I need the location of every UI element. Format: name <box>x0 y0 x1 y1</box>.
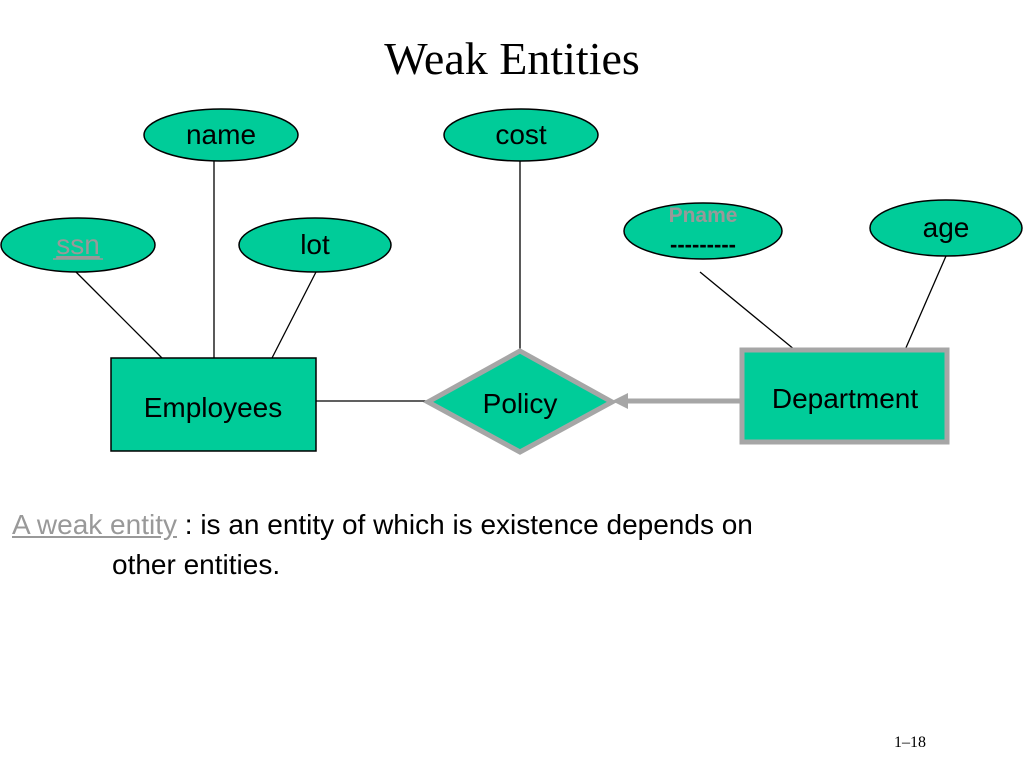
attribute-age: age <box>869 199 1023 257</box>
attribute-name: name <box>143 108 299 162</box>
identifying-arrow-head <box>612 393 628 409</box>
attribute-cost: cost <box>443 108 599 162</box>
page-number: 1–18 <box>894 734 926 751</box>
attribute-pname-label: Pname <box>669 204 738 227</box>
attribute-age-label: age <box>923 212 970 243</box>
entity-department-weak: Department <box>739 347 950 445</box>
attribute-cost-label: cost <box>495 119 547 150</box>
definition-term-link[interactable]: A weak entity <box>12 509 177 540</box>
attribute-name-label: name <box>186 119 256 150</box>
definition-line1: : is an entity of which is existence dep… <box>176 509 753 540</box>
attribute-lot-label: lot <box>300 229 330 260</box>
connector-age-department <box>904 255 947 351</box>
connector-pname-department <box>699 271 796 351</box>
entity-employees-label: Employees <box>144 392 283 423</box>
slide-title: Weak Entities <box>384 33 640 84</box>
er-diagram: name ssn lot cost Pname --------- age <box>0 108 1023 455</box>
attribute-pname: Pname --------- <box>623 202 783 260</box>
connector-ssn-employees <box>75 271 163 359</box>
relationship-policy: Policy <box>422 348 618 455</box>
attribute-pname-partial-key: --------- <box>670 232 736 257</box>
attribute-ssn: ssn <box>0 217 156 273</box>
definition-text: A weak entity : is an entity of which is… <box>12 505 1012 585</box>
definition-line2: other entities. <box>112 549 281 580</box>
attribute-lot: lot <box>238 217 392 273</box>
entity-department-label: Department <box>772 383 919 414</box>
entity-employees: Employees <box>110 357 317 452</box>
connector-lot-employees <box>271 271 317 359</box>
relationship-policy-label: Policy <box>483 388 558 419</box>
attribute-ssn-label: ssn <box>56 229 100 260</box>
